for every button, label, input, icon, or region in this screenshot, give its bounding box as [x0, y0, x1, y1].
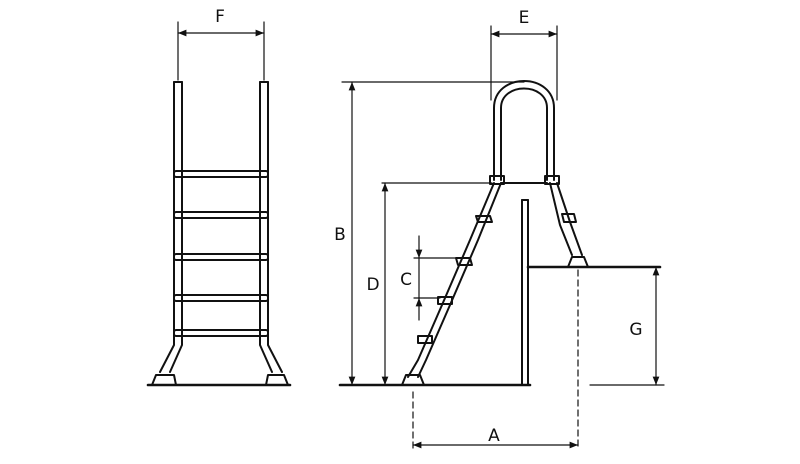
front-view-ladder	[146, 21, 292, 387]
dimension-label-g: G	[629, 320, 642, 340]
side-view-ladder	[338, 80, 662, 387]
dimension-g	[589, 266, 665, 386]
dimension-d	[381, 182, 493, 386]
dimension-label-c: C	[400, 270, 412, 290]
dimension-label-a: A	[488, 426, 500, 446]
dimension-label-e: E	[519, 8, 530, 28]
dimension-e	[490, 25, 558, 101]
dimension-c	[413, 235, 459, 321]
dimension-b	[341, 81, 525, 386]
dimension-label-b: B	[334, 225, 346, 245]
dimension-a	[412, 269, 579, 451]
dimension-label-f: F	[215, 7, 225, 27]
dimension-label-d: D	[366, 275, 379, 295]
